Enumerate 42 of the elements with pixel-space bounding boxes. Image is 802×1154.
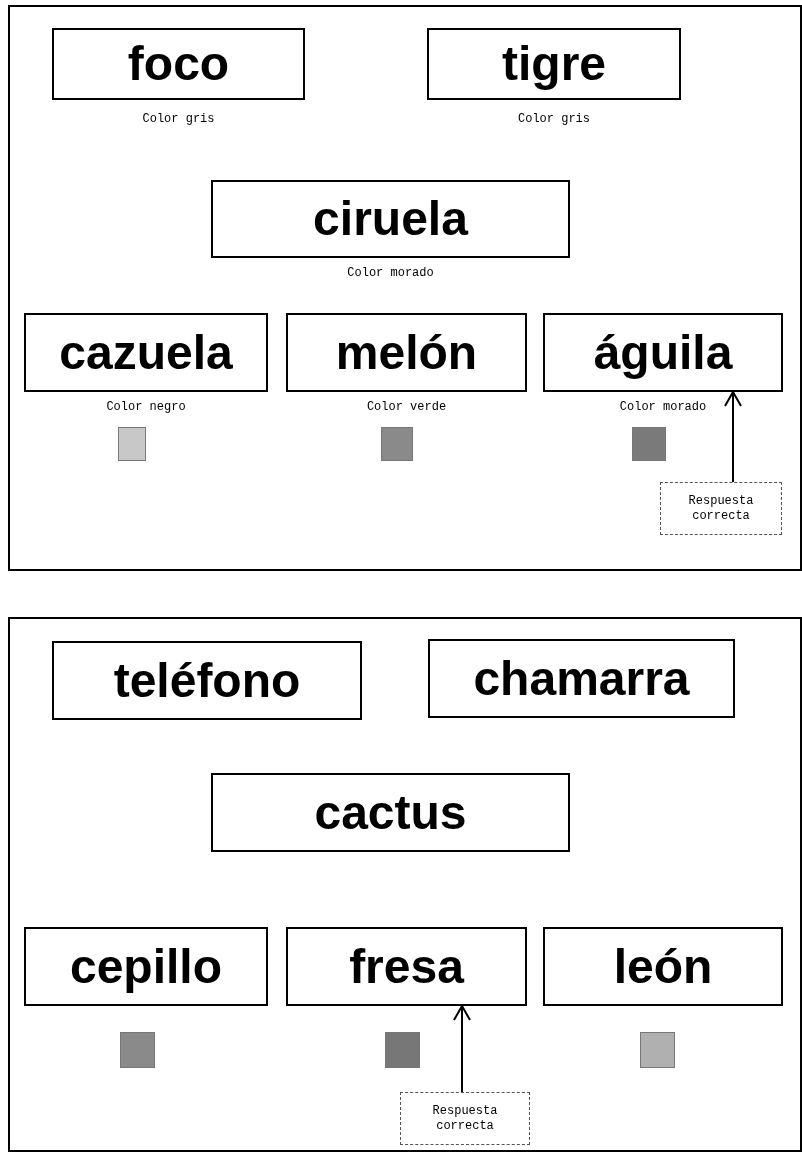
color-square bbox=[118, 427, 146, 461]
answer-note-box bbox=[400, 1092, 530, 1145]
word-box bbox=[24, 313, 268, 392]
color-square bbox=[632, 427, 666, 461]
color-square bbox=[640, 1032, 675, 1068]
caption-text: Color verde bbox=[366, 400, 447, 414]
word-box bbox=[211, 180, 570, 258]
color-square bbox=[381, 427, 413, 461]
word-label: fresa bbox=[349, 942, 464, 991]
note-text: Respuesta correcta bbox=[687, 494, 755, 523]
caption-text: Color gris bbox=[518, 112, 590, 126]
word-box bbox=[286, 313, 527, 392]
note-text: Respuesta correcta bbox=[431, 1104, 499, 1133]
answer-note-box bbox=[660, 482, 782, 535]
color-square bbox=[120, 1032, 155, 1068]
word-label: tigre bbox=[502, 40, 606, 88]
word-box bbox=[427, 28, 681, 100]
color-square bbox=[385, 1032, 420, 1068]
word-label: águila bbox=[593, 328, 733, 377]
word-label: ciruela bbox=[313, 195, 468, 243]
word-label: foco bbox=[127, 40, 230, 88]
caption-text: Color morado bbox=[347, 266, 434, 280]
word-box bbox=[211, 773, 570, 852]
word-label: cazuela bbox=[59, 328, 233, 377]
arrow bbox=[453, 1005, 471, 1093]
word-box bbox=[543, 313, 783, 392]
word-label: cepillo bbox=[69, 942, 222, 991]
caption-text: Color morado bbox=[619, 400, 707, 414]
word-box bbox=[52, 28, 305, 100]
arrow bbox=[724, 391, 742, 483]
word-label: teléfono bbox=[113, 656, 301, 705]
word-label: melón bbox=[335, 328, 478, 377]
word-label: cactus bbox=[314, 788, 467, 837]
caption-text: Color gris bbox=[142, 112, 215, 126]
word-box bbox=[428, 639, 735, 718]
word-box bbox=[24, 927, 268, 1006]
word-box bbox=[286, 927, 527, 1006]
caption-text: Color negro bbox=[106, 400, 186, 414]
word-box bbox=[543, 927, 783, 1006]
word-label: león bbox=[613, 942, 713, 991]
word-label: chamarra bbox=[473, 654, 690, 703]
word-box bbox=[52, 641, 362, 720]
